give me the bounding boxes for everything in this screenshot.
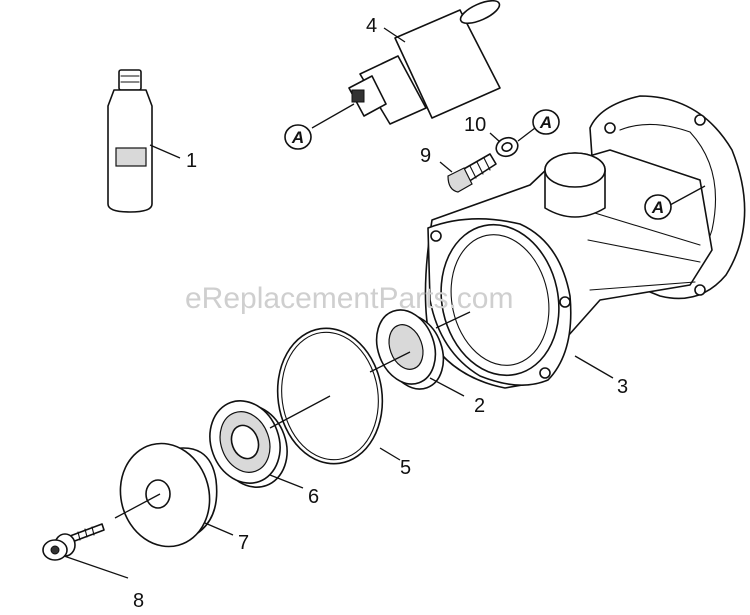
- part-5-o-ring: [276, 327, 384, 465]
- callout-9: 9: [420, 145, 431, 167]
- part-9-screw: [447, 153, 497, 193]
- callout-7: 7: [238, 532, 249, 554]
- watermark: eReplacementParts.com: [185, 282, 513, 315]
- callout-8: 8: [133, 590, 144, 612]
- callout-2: 2: [474, 395, 485, 417]
- part-4-cylinder: [348, 0, 501, 125]
- reference-marker-a: A: [284, 124, 312, 150]
- part-3-housing: [424, 95, 746, 389]
- leader-lines: [63, 27, 706, 579]
- callout-3: 3: [617, 376, 628, 398]
- part-2-seal: [375, 309, 445, 390]
- reference-marker-a: A: [644, 194, 672, 220]
- part-6-bearing: [209, 400, 288, 488]
- part-1-oil-bottle: [107, 69, 153, 213]
- svg-text:A: A: [291, 128, 304, 147]
- callout-5: 5: [400, 457, 411, 479]
- part-8-bolt: [42, 523, 105, 561]
- callout-6: 6: [308, 486, 319, 508]
- callout-4: 4: [366, 15, 377, 37]
- callout-1: 1: [186, 150, 197, 172]
- part-7-cap: [119, 442, 218, 548]
- part-10-ring: [495, 136, 519, 158]
- callout-10: 10: [464, 114, 486, 136]
- svg-text:A: A: [651, 198, 664, 217]
- reference-marker-a: A: [532, 109, 560, 135]
- svg-text:A: A: [539, 113, 552, 132]
